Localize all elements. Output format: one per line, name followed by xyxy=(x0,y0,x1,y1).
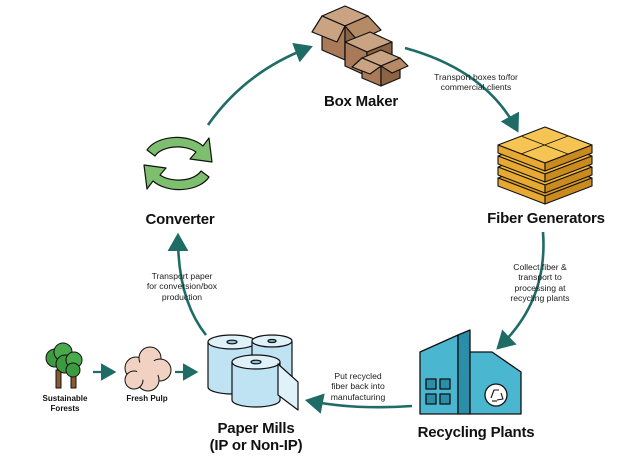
pulp-label: Fresh Pulp xyxy=(126,394,168,403)
note-mills-to-converter: Transport paper for conversion/box produ… xyxy=(146,271,218,302)
forests-label-line2: Forests xyxy=(50,404,80,413)
flattened-boxes-stack-icon xyxy=(497,126,593,205)
recycle-arrows-icon xyxy=(143,136,213,191)
arrow-converter-to-boxmaker xyxy=(206,42,313,126)
note-box-to-fiber: Transport boxes to/for commercial client… xyxy=(434,72,518,93)
cardboard-boxes-icon xyxy=(311,5,409,87)
arrow-recycling-to-mills xyxy=(304,393,413,414)
arrow-mills-to-converter xyxy=(167,232,208,336)
trees-icon xyxy=(45,342,83,389)
arrow-boxmaker-to-fiber xyxy=(404,46,520,133)
converter-label: Converter xyxy=(145,211,215,228)
forests-label-line1: Sustainable xyxy=(42,394,88,403)
arrow-fiber-to-recycling xyxy=(496,231,545,350)
recycling-plant-building-icon xyxy=(419,329,522,415)
note-fiber-to-recycling: Collect fiber & transport to processing … xyxy=(510,262,570,304)
note-recycling-to-mills: Put recycled fiber back into manufacturi… xyxy=(330,371,386,402)
box-maker-label: Box Maker xyxy=(323,93,399,110)
pulp-cloud-icon xyxy=(124,346,172,392)
paper-rolls-icon xyxy=(207,334,299,411)
fiber-generators-label: Fiber Generators xyxy=(487,210,605,227)
paper-mills-label-line2: (IP or Non-IP) xyxy=(209,437,303,454)
paper-mills-label-line1: Paper Mills xyxy=(217,420,295,437)
recycling-plants-label: Recycling Plants xyxy=(417,424,535,441)
